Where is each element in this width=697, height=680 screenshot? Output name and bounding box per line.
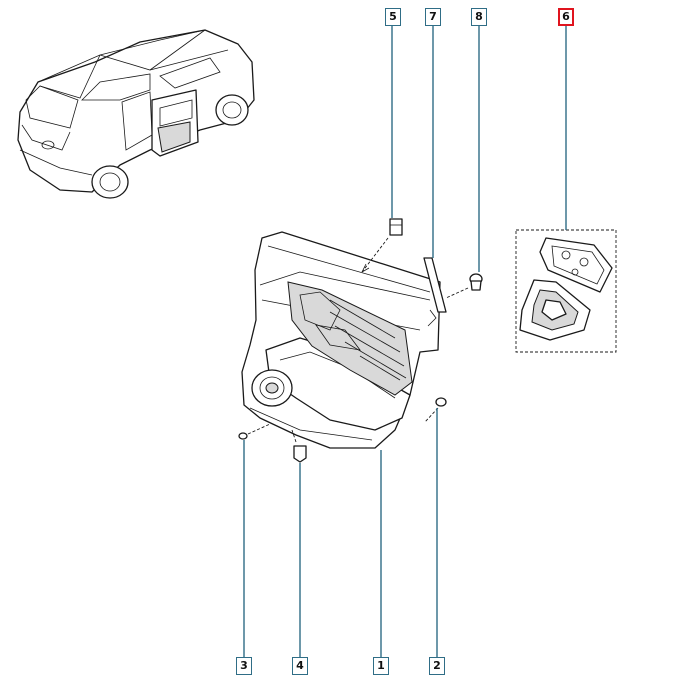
vehicle-locator-illustration	[17, 29, 255, 199]
callout-6[interactable]: 6	[558, 8, 574, 26]
callout-2[interactable]: 2	[429, 657, 445, 675]
leader-lines	[243, 25, 567, 657]
callout-7[interactable]: 7	[425, 8, 441, 26]
part-5-clip	[361, 218, 403, 273]
callout-3[interactable]: 3	[236, 657, 252, 675]
part-7-trim-strip	[423, 257, 447, 313]
callout-1[interactable]: 1	[373, 657, 389, 675]
callout-8[interactable]: 8	[471, 8, 487, 26]
callout-4[interactable]: 4	[292, 657, 308, 675]
door-trim-panel	[241, 231, 441, 449]
part-4-clip	[291, 429, 307, 463]
part-6-switch-bezel	[515, 229, 617, 353]
part-3-screw	[238, 423, 271, 440]
part-2-fastener	[424, 397, 447, 423]
callout-5[interactable]: 5	[385, 8, 401, 26]
part-8-screw	[445, 273, 483, 299]
